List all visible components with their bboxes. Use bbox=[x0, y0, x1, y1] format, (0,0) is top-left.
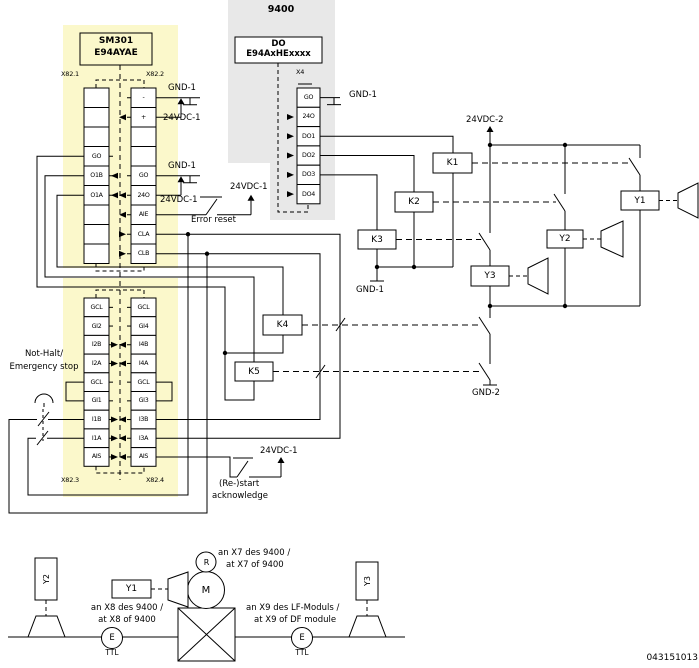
terminal-gcl: GCL bbox=[90, 378, 103, 386]
restart-label-line1: (Re-)start bbox=[219, 479, 260, 489]
24vdc1-label: 24VDC-1 bbox=[160, 195, 198, 205]
terminal--: - bbox=[142, 94, 145, 102]
24vdc1-label: 24VDC-1 bbox=[230, 182, 268, 192]
terminal-aie: AIE bbox=[138, 211, 149, 219]
x82-2-label: X82.2 bbox=[146, 70, 164, 78]
relay-k2-box: K2 bbox=[408, 197, 420, 207]
gnd1-label: GND-1 bbox=[168, 83, 196, 93]
gnd1-label: GND-1 bbox=[356, 285, 384, 295]
terminal-x4-do1: DO1 bbox=[302, 132, 315, 140]
x82-3-label: X82.3 bbox=[61, 476, 79, 484]
terminal-x4-do4: DO4 bbox=[302, 190, 315, 198]
terminal-o1b: O1B bbox=[90, 172, 103, 180]
terminal-ais: AIS bbox=[91, 453, 102, 461]
terminal-i2a: I2A bbox=[91, 359, 102, 367]
terminal-gcl: GCL bbox=[137, 378, 150, 386]
terminal-24o: 24O bbox=[137, 191, 150, 199]
encoder-label-right: E bbox=[299, 633, 305, 643]
terminal-+: + bbox=[141, 113, 146, 121]
valve-y2-bottom-label: Y2 bbox=[41, 574, 51, 584]
terminal-ais: AIS bbox=[138, 453, 149, 461]
relay-k4-box: K4 bbox=[276, 320, 289, 330]
x7-note-line1: an X7 des 9400 / bbox=[218, 548, 291, 558]
restart-label-line2: acknowledge bbox=[212, 491, 268, 501]
terminal-i1b: I1B bbox=[91, 416, 102, 424]
do-box-line1: DO bbox=[271, 39, 286, 49]
error-reset-label: Error reset bbox=[191, 215, 236, 225]
x8-note-line1: an X8 des 9400 / bbox=[90, 603, 164, 613]
estop-label-line2: Emergency stop bbox=[9, 362, 79, 372]
valve-y1-bottom-label: Y1 bbox=[125, 584, 138, 594]
terminal-x4-go: GO bbox=[303, 94, 314, 102]
estop-label-line1: Not-Halt/ bbox=[24, 349, 64, 359]
valve-y2-box: Y2 bbox=[559, 234, 571, 244]
module-9400-title: 9400 bbox=[267, 4, 295, 15]
do-box-line2: E94AxHExxxx bbox=[246, 49, 311, 59]
valve-y1-box: Y1 bbox=[634, 195, 646, 206]
x8-note-line2: at X8 of 9400 bbox=[98, 615, 156, 625]
terminal-gi3: GI3 bbox=[138, 397, 149, 405]
relay-k1-box: K1 bbox=[446, 158, 459, 168]
sm301-title-line2: E94AYAE bbox=[94, 48, 138, 58]
gnd1-label: GND-1 bbox=[168, 161, 196, 171]
terminal-i3b: I3B bbox=[138, 416, 149, 424]
x4-connector-label: X4 bbox=[296, 68, 305, 76]
terminal-i4a: I4A bbox=[138, 359, 149, 367]
x9-note-line2: at X9 of DF module bbox=[254, 615, 337, 625]
24vdc1-label: 24VDC-1 bbox=[163, 113, 201, 123]
terminal-go: GO bbox=[91, 152, 102, 160]
valve-y3-bottom-label: Y3 bbox=[362, 576, 372, 586]
motor-label: M bbox=[201, 584, 211, 596]
x7-note-line2: at X7 of 9400 bbox=[226, 560, 284, 570]
gnd2-label: GND-2 bbox=[472, 388, 500, 398]
terminal-x4-do2: DO2 bbox=[302, 152, 315, 160]
relay-k5-box: K5 bbox=[248, 366, 260, 377]
24vdc2-label: 24VDC-2 bbox=[466, 115, 504, 125]
terminal-o1a: O1A bbox=[90, 191, 103, 199]
terminal-gi4: GI4 bbox=[138, 322, 149, 330]
ttl-label-left: TTL bbox=[105, 648, 119, 657]
doc-number: 043151013 bbox=[646, 653, 698, 663]
encoder-label-left: E bbox=[109, 633, 115, 643]
terminal-cla: CLA bbox=[137, 230, 150, 238]
terminal-i3a: I3A bbox=[138, 434, 149, 442]
terminal-clb: CLB bbox=[137, 250, 150, 258]
x82-4-label: X82.4 bbox=[146, 476, 164, 484]
terminal-x4-24o: 24O bbox=[302, 113, 315, 121]
terminal-x4-do3: DO3 bbox=[302, 171, 315, 179]
terminal-gi2: GI2 bbox=[91, 322, 102, 330]
terminal-i2b: I2B bbox=[91, 341, 102, 349]
terminal-go: GO bbox=[138, 172, 149, 180]
gnd1-label: GND-1 bbox=[349, 90, 377, 100]
terminal-gi1: GI1 bbox=[91, 397, 102, 405]
terminal-i4b: I4B bbox=[138, 341, 149, 349]
terminal-gcl: GCL bbox=[137, 303, 150, 311]
x82-1-label: X82.1 bbox=[61, 70, 79, 78]
24vdc1-label: 24VDC-1 bbox=[260, 446, 298, 456]
terminal-gcl: GCL bbox=[90, 303, 103, 311]
terminal-i1a: I1A bbox=[91, 434, 102, 442]
x9-note-line1: an X9 des LF-Moduls / bbox=[246, 603, 340, 613]
relay-k3-box: K3 bbox=[371, 234, 383, 245]
valve-y3-box: Y3 bbox=[484, 271, 496, 281]
ttl-label-right: TTL bbox=[295, 648, 309, 657]
sm301-title-line1: SM301 bbox=[98, 36, 134, 46]
resolver-label: R bbox=[203, 557, 210, 567]
